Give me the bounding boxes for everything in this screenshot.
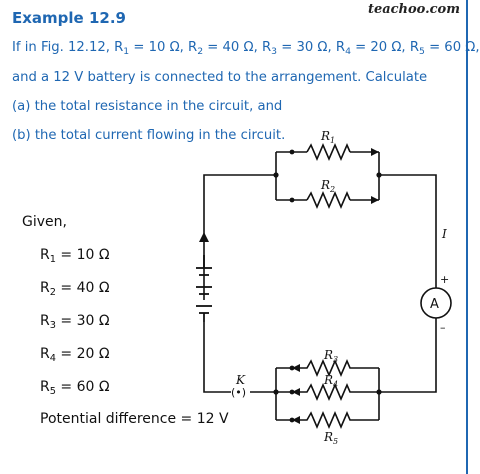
label-r4: R4 bbox=[323, 373, 338, 389]
arrow-r2 bbox=[371, 196, 379, 204]
r5-resistor bbox=[292, 410, 358, 430]
label-key: K bbox=[235, 373, 246, 387]
given-r4: R4 = 20 Ω bbox=[40, 346, 110, 364]
wire-left-top bbox=[203, 174, 276, 300]
given-label: Given, bbox=[22, 214, 67, 230]
wire-right-top bbox=[379, 174, 437, 288]
example-title: Example 12.9 bbox=[12, 9, 126, 27]
question-line-1: If in Fig. 12.12, R1 = 10 Ω, R2 = 40 Ω, … bbox=[12, 40, 480, 57]
watermark: teachoo.com bbox=[367, 2, 460, 17]
arrow-r1 bbox=[371, 148, 379, 156]
question-line-3: (a) the total resistance in the circuit,… bbox=[12, 99, 283, 114]
given-potential: Potential difference = 12 V bbox=[40, 411, 229, 427]
r2-resistor bbox=[306, 190, 351, 210]
ammeter-label: A bbox=[430, 297, 439, 312]
label-r1: R1 bbox=[320, 129, 335, 145]
given-r1: R1 = 10 Ω bbox=[40, 247, 110, 265]
ammeter-minus: – bbox=[440, 321, 446, 334]
wire-right-bottom bbox=[379, 318, 437, 393]
arrow-left-wire bbox=[199, 232, 209, 242]
question-line-4: (b) the total current flowing in the cir… bbox=[12, 128, 286, 143]
ammeter-plus: + bbox=[440, 273, 449, 286]
label-r5: R5 bbox=[323, 430, 338, 446]
label-r2: R2 bbox=[320, 178, 335, 194]
r1-resistor bbox=[306, 142, 351, 162]
ammeter-circle bbox=[420, 287, 452, 319]
arrow-r5 bbox=[292, 416, 300, 424]
given-r3: R3 = 30 Ω bbox=[40, 313, 110, 331]
question-line-2: and a 12 V battery is connected to the a… bbox=[12, 70, 428, 85]
label-r3: R3 bbox=[323, 348, 338, 364]
wire-left-bottom bbox=[203, 322, 231, 393]
battery bbox=[196, 255, 212, 322]
sidebar-accent-line bbox=[466, 0, 468, 474]
r4-resistor bbox=[292, 382, 358, 402]
arrow-r4 bbox=[292, 388, 300, 396]
given-r2: R2 = 40 Ω bbox=[40, 280, 110, 298]
label-current: I bbox=[441, 227, 447, 241]
key-symbol: (•) bbox=[231, 386, 246, 399]
r3-resistor bbox=[292, 358, 358, 378]
given-r5: R5 = 60 Ω bbox=[40, 379, 110, 397]
arrow-r3 bbox=[292, 364, 300, 372]
